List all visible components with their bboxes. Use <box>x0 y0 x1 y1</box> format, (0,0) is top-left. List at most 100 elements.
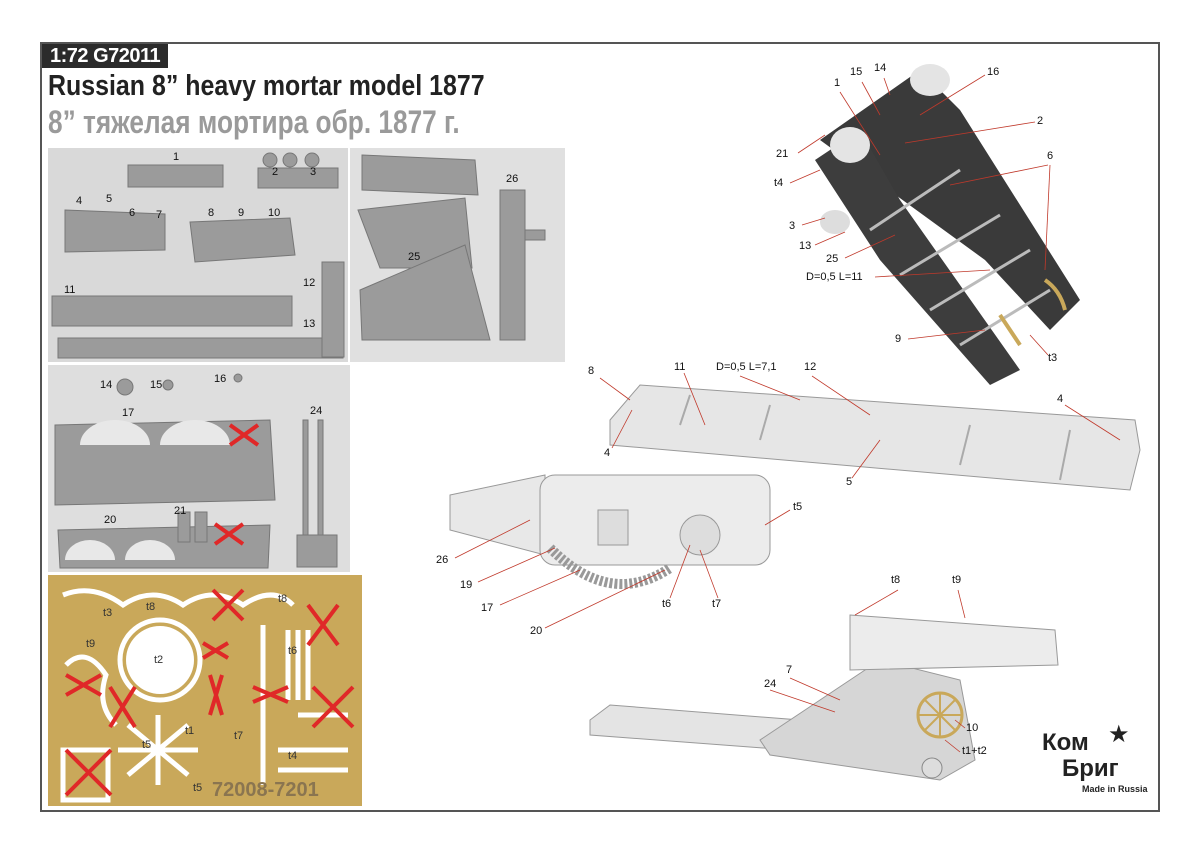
etch-label: t7 <box>234 730 244 742</box>
excluded-etch-marks <box>64 588 355 797</box>
part-26 <box>499 189 526 341</box>
callout: 19 <box>460 579 473 591</box>
part-label: 21 <box>174 505 187 517</box>
callout: t8 <box>891 574 901 586</box>
part-25a <box>361 154 479 196</box>
part-label: 3 <box>310 166 317 178</box>
part-1 <box>127 164 224 188</box>
scale: 1:72 <box>50 45 89 67</box>
callout: t1+t2 <box>962 745 987 757</box>
callout: t5 <box>793 501 803 513</box>
callout: 16 <box>987 66 1000 78</box>
etch-label: t6 <box>288 645 298 657</box>
callout: 26 <box>436 554 449 566</box>
fret-code: 72008-7201 <box>212 779 319 801</box>
etch-label: t1 <box>185 725 195 737</box>
sheet-border <box>40 42 1160 812</box>
callout: 24 <box>764 678 777 690</box>
part-label: 7 <box>156 209 163 221</box>
callout: t4 <box>774 177 784 189</box>
callout: 17 <box>481 602 494 614</box>
part-label: 2 <box>272 166 279 178</box>
callout: 8 <box>588 365 595 377</box>
logo-line1: Ком <box>1042 729 1089 756</box>
part-label: 1 <box>173 151 180 163</box>
excluded-part-marks <box>213 423 260 546</box>
parts-12-13 <box>321 261 345 358</box>
callout: 14 <box>874 62 887 74</box>
scale-badge: 1:72 G72011 <box>42 44 169 68</box>
parts-8-10 <box>189 217 296 263</box>
callout: 11 <box>674 361 686 373</box>
etch-label: t3 <box>103 607 113 619</box>
callout: 21 <box>776 148 789 160</box>
part-label: 4 <box>76 195 83 207</box>
callout: 15 <box>850 66 863 78</box>
part-15 <box>162 379 174 391</box>
mortar-barrel-diagram <box>449 474 791 629</box>
callout: t3 <box>1048 352 1058 364</box>
callout: t6 <box>662 598 672 610</box>
part-label: 25 <box>408 251 421 263</box>
callout: 4 <box>604 447 611 459</box>
part-11 <box>51 295 293 327</box>
part-label: 9 <box>238 207 245 219</box>
part-label: 6 <box>129 207 136 219</box>
kombrig-logo: Ком ★ Бриг Made in Russia <box>1042 722 1152 802</box>
etch-label: t8 <box>278 593 288 605</box>
trail-frame-diagram <box>599 372 1141 491</box>
etch-label: t9 <box>86 638 96 650</box>
callout: 10 <box>966 722 979 734</box>
part-label: 11 <box>64 284 76 296</box>
etch-label: t5 <box>193 782 203 794</box>
callout: 7 <box>786 664 793 676</box>
part-16 <box>233 373 243 383</box>
part-label: 5 <box>106 193 113 205</box>
callout: D=0,5 L=7,1 <box>716 361 777 373</box>
callout: 12 <box>804 361 817 373</box>
logo-tagline: Made in Russia <box>1082 784 1148 794</box>
logo-line2: Бриг <box>1062 755 1119 782</box>
part-3 <box>304 152 320 168</box>
callout: 6 <box>1047 150 1054 162</box>
etch-label: t4 <box>288 750 298 762</box>
etch-label: t2 <box>154 654 164 666</box>
assembled-mortar-diagram <box>589 589 1059 781</box>
callout: 13 <box>799 240 812 252</box>
etch-label: t8 <box>146 601 156 613</box>
callout: 2 <box>1037 115 1044 127</box>
carriage-diagram <box>789 64 1080 385</box>
part-2a <box>262 152 278 168</box>
part-label: 10 <box>268 207 281 219</box>
callout: 1 <box>834 77 841 89</box>
part-21 <box>177 511 191 543</box>
callout: 5 <box>846 476 853 488</box>
star-icon: ★ <box>1108 721 1130 748</box>
part-label: 12 <box>303 277 316 289</box>
part-25 <box>359 244 491 341</box>
part-label: 8 <box>208 207 215 219</box>
part-label: 17 <box>122 407 135 419</box>
part-label: 20 <box>104 514 117 526</box>
callout: t7 <box>712 598 722 610</box>
etch-label: t5 <box>142 739 152 751</box>
photo-etch-fret: t3 t8 t8 t9 t2 t6 t1 t7 t5 t4 t5 <box>48 575 362 806</box>
part-label: 15 <box>150 379 163 391</box>
title-russian: 8” тяжелая мортира обр. 1877 г. <box>48 104 460 140</box>
callout: 20 <box>530 625 543 637</box>
callout: 3 <box>789 220 796 232</box>
part-label: 16 <box>214 373 227 385</box>
part-24 <box>296 534 338 568</box>
part-label: 13 <box>303 318 316 330</box>
part-label: 24 <box>310 405 323 417</box>
callout: 9 <box>895 333 902 345</box>
title-english: Russian 8” heavy mortar model 1877 <box>48 70 485 102</box>
part-label: 14 <box>100 379 113 391</box>
parts-4-7 <box>64 209 166 253</box>
part-14 <box>116 378 134 396</box>
callout: D=0,5 L=11 <box>806 271 863 283</box>
part-label: 26 <box>506 173 519 185</box>
kit-code: G72011 <box>93 45 161 67</box>
